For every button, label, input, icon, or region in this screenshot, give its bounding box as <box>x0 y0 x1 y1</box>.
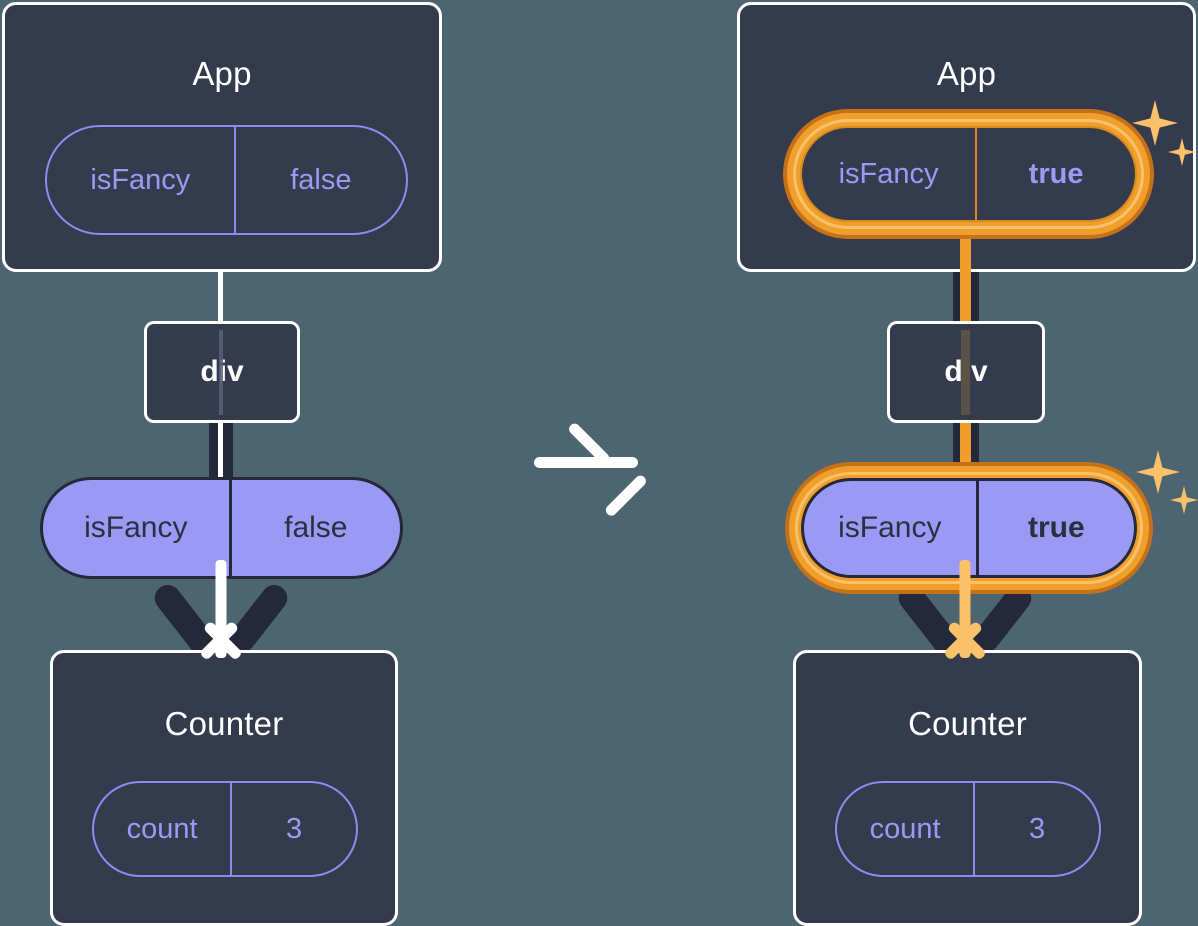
prop-pill-key-after: isFancy <box>838 511 942 544</box>
wire-inside-div-after <box>961 330 970 415</box>
wire-app-to-div-core-after <box>960 216 971 326</box>
prop-pill-key-before: isFancy <box>84 511 188 544</box>
counter-state-pill-before: count 3 <box>92 781 358 877</box>
sparkle-star-small-prop <box>1170 486 1198 514</box>
transition-arrow-shaft <box>534 457 638 468</box>
counter-state-pill-value-after: 3 <box>973 783 1099 875</box>
app-component-box-before: App isFancy false <box>2 2 442 272</box>
app-state-pill-after: isFancy true <box>800 126 1137 222</box>
app-title-before: App <box>192 55 252 92</box>
inner-arrow-after <box>943 560 987 670</box>
app-title-after: App <box>936 55 997 92</box>
counter-component-box-before: Counter count 3 <box>50 650 398 926</box>
counter-state-pill-key-before: count <box>126 812 198 845</box>
app-state-pill-highlight-ring-after: isFancy true <box>787 113 1150 235</box>
wire-inside-div-before <box>219 330 223 415</box>
counter-component-box-after: Counter count 3 <box>793 650 1142 926</box>
sparkle-star-small-app <box>1168 138 1196 166</box>
inner-arrow-shaft-before <box>215 560 227 658</box>
counter-title-before: Counter <box>164 705 284 742</box>
transition-arrow-right-icon <box>534 421 649 518</box>
transition-arrow-head-bottom <box>603 473 649 518</box>
app-state-pill-key-after: isFancy <box>838 157 939 190</box>
wire-div-to-prop-core-after <box>960 420 971 490</box>
inner-arrow-shaft-after <box>959 560 971 658</box>
app-state-pill-before: isFancy false <box>45 125 408 235</box>
wire-div-to-prop-core-before <box>218 422 223 488</box>
sparkle-star-large-app <box>1132 100 1178 146</box>
prop-pill-value-before: false <box>228 480 400 576</box>
counter-state-pill-key-after: count <box>869 812 941 845</box>
sparkles-prop-after <box>1132 450 1198 530</box>
app-state-pill-key-before: isFancy <box>90 163 191 196</box>
prop-pill-value-after: true <box>975 481 1134 575</box>
sparkles-app-after <box>1128 100 1198 180</box>
counter-state-pill-value-before: 3 <box>230 783 356 875</box>
app-state-pill-value-after: true <box>975 128 1135 220</box>
counter-title-after: Counter <box>908 705 1027 742</box>
sparkle-star-large-prop <box>1136 450 1180 494</box>
app-state-pill-value-before: false <box>233 127 406 233</box>
inner-arrow-before <box>199 560 243 670</box>
wire-app-to-div-before <box>218 270 223 322</box>
counter-state-pill-after: count 3 <box>835 781 1101 877</box>
